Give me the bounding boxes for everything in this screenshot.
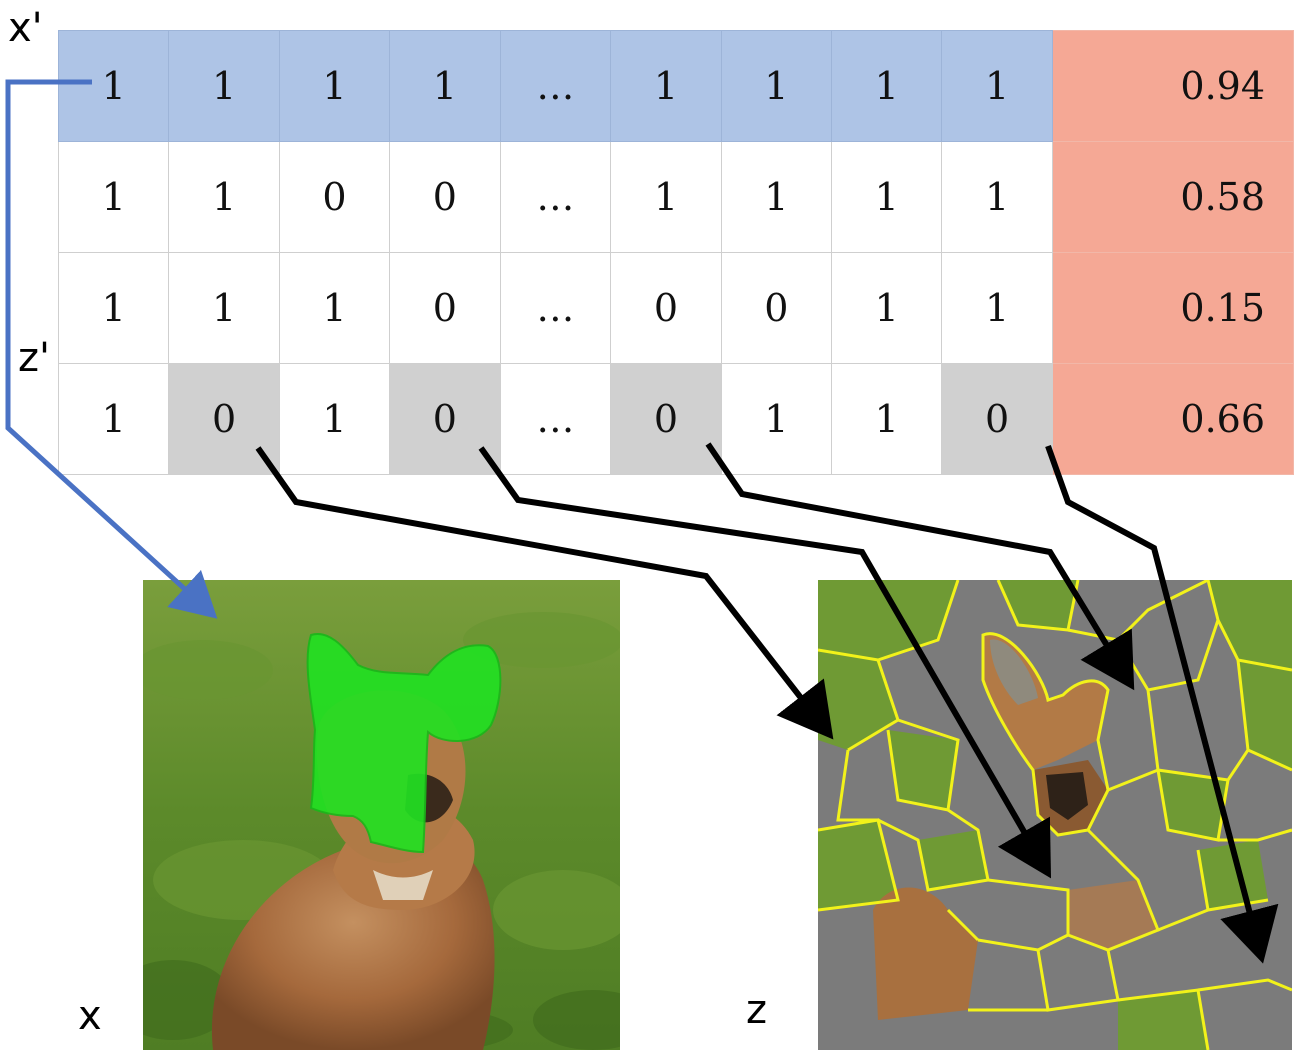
table-cell: 1 [278, 30, 391, 142]
fox-photo-image [143, 580, 620, 1050]
prediction-score: 0.94 [1051, 30, 1294, 142]
superpixel-borders [818, 580, 1292, 1050]
table-cell: 1 [168, 141, 280, 253]
table-cell: 1 [941, 141, 1053, 253]
table-cell-masked: 0 [389, 363, 501, 475]
highlight-segment [306, 633, 502, 854]
table-cell: 1 [168, 252, 280, 364]
table-cell: 0 [278, 141, 391, 253]
table-cell: 1 [57, 141, 170, 253]
prediction-score: 0.15 [1051, 252, 1294, 364]
prediction-score: 0.66 [1051, 363, 1294, 475]
mapping-arrow-1 [255, 446, 834, 740]
table-row-perturbed: 1 0 1 0 … 0 1 1 0 0.66 [57, 363, 1294, 475]
table-cell: 1 [389, 30, 501, 142]
table-cell-masked: 0 [610, 363, 722, 475]
x-label: x [78, 993, 102, 1039]
table-cell: 1 [278, 252, 391, 364]
z-label: z [746, 987, 767, 1033]
table-cell: 1 [831, 363, 943, 475]
table-cell: 1 [610, 30, 722, 142]
table-cell: 1 [720, 363, 833, 475]
superpixel-image [818, 580, 1292, 1050]
prediction-score: 0.58 [1051, 141, 1294, 253]
table-cell: 1 [941, 252, 1053, 364]
z-prime-label: z' [18, 335, 50, 381]
table-cell: 1 [168, 30, 280, 142]
table-cell: 1 [610, 141, 722, 253]
table-cell: … [499, 141, 612, 253]
mapping-arrow-3 [705, 442, 1135, 691]
table-cell: 1 [720, 141, 833, 253]
table-row-original: 1 1 1 1 … 1 1 1 1 0.94 [57, 30, 1294, 142]
table-cell: … [499, 252, 612, 364]
mapping-arrow-4 [1045, 444, 1279, 964]
table-cell: 1 [831, 30, 943, 142]
original-image [143, 580, 620, 1050]
table-cell: 1 [278, 363, 391, 475]
table-cell: 1 [57, 30, 170, 142]
x-prime-label: x' [8, 5, 43, 51]
perturbed-image [818, 580, 1292, 1050]
table-cell: 1 [941, 30, 1053, 142]
table-cell: 0 [720, 252, 833, 364]
perturbation-table: 1 1 1 1 … 1 1 1 1 0.94 1 1 0 0 … 1 1 1 1… [57, 30, 1294, 475]
mapping-arrow-2 [478, 446, 1052, 879]
table-row: 1 1 1 0 … 0 0 1 1 0.15 [57, 252, 1294, 364]
table-cell: 0 [389, 141, 501, 253]
table-row: 1 1 0 0 … 1 1 1 1 0.58 [57, 141, 1294, 253]
table-cell: 1 [831, 252, 943, 364]
table-cell: … [499, 363, 612, 475]
table-cell: 0 [389, 252, 501, 364]
table-cell: 1 [57, 363, 170, 475]
table-cell-masked: 0 [941, 363, 1053, 475]
blue-arrow [5, 79, 218, 619]
table-cell: 1 [720, 30, 833, 142]
table-cell: … [499, 30, 612, 142]
table-cell: 0 [610, 252, 722, 364]
